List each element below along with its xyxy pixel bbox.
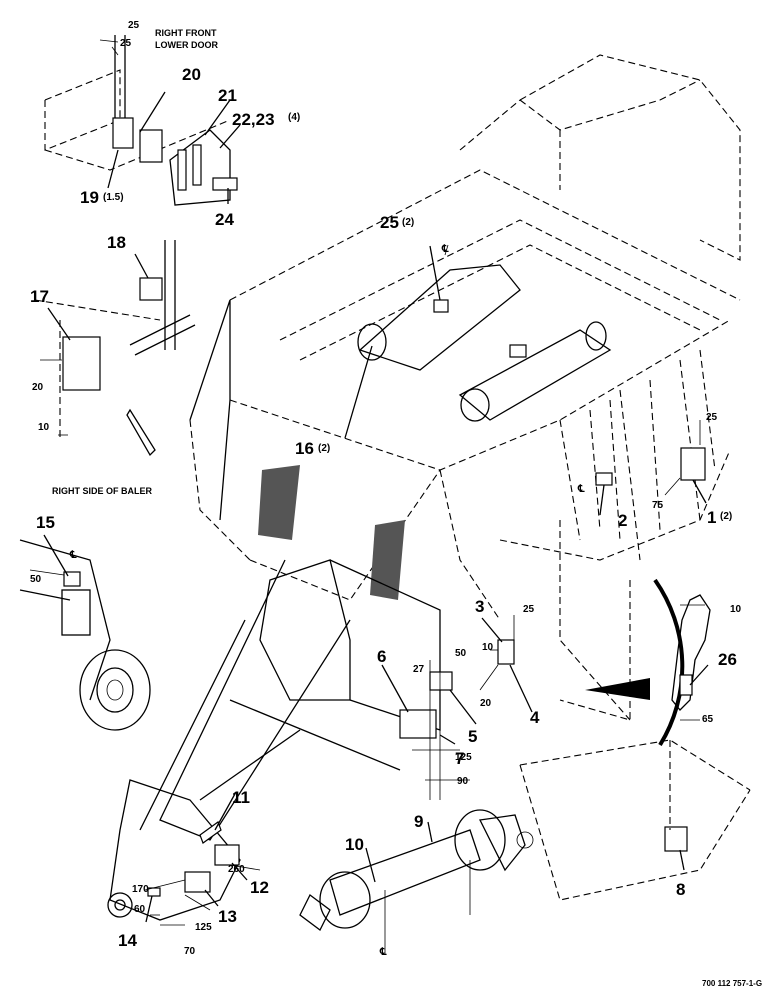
leader-lines [43, 91, 709, 923]
callout-16: 16 [295, 439, 314, 458]
callout-22-23: 22,23 [232, 110, 275, 129]
callout-19-qty: (1.5) [103, 192, 124, 203]
decal-5 [429, 671, 453, 691]
callout-1-qty: (2) [720, 511, 732, 522]
callout-14: 14 [118, 931, 137, 950]
svg-text:℄: ℄ [441, 244, 449, 255]
dim-50a: 50 [30, 574, 42, 585]
decals [147, 299, 706, 897]
callout-8: 8 [676, 880, 685, 899]
decal-25 [433, 299, 449, 313]
callout-20: 20 [182, 65, 201, 84]
rear-lower-box [519, 739, 751, 901]
decal-1 [680, 447, 706, 481]
callout-4: 4 [530, 708, 540, 727]
decal-6 [399, 709, 437, 739]
callout-16-qty: (2) [318, 443, 330, 454]
decal-11 [199, 821, 222, 844]
callout-21: 21 [218, 86, 237, 105]
callout-3: 3 [475, 597, 484, 616]
caption-right-side: RIGHT SIDE OF BALER [52, 486, 153, 496]
caption-door-line1: RIGHT FRONT [155, 28, 217, 38]
centerline-symbol: ℄ [577, 484, 585, 495]
callout-18: 18 [107, 233, 126, 252]
callout-17: 17 [30, 287, 49, 306]
callout-19: 19 [80, 188, 99, 207]
callout-10: 10 [345, 835, 364, 854]
callout-25-qty: (2) [402, 217, 414, 228]
dim-10a: 10 [38, 422, 50, 433]
dim-20: 20 [32, 382, 44, 393]
callout-labels: 20 21 22,23 (4) 19 (1.5) 24 18 17 25 (2)… [30, 65, 737, 950]
dim-125b: 125 [195, 922, 212, 933]
side-bracket-view [585, 578, 711, 747]
tongue-hitch [107, 559, 441, 921]
dim-260: 260 [228, 864, 245, 875]
dim-20b: 20 [480, 698, 492, 709]
decal-13 [184, 871, 211, 893]
callout-13: 13 [218, 907, 237, 926]
dim-10b: 10 [482, 642, 494, 653]
dim-25b: 25 [120, 38, 132, 49]
dim-25c: 25 [706, 412, 718, 423]
dim-50b: 50 [455, 648, 467, 659]
callout-25: 25 [380, 213, 399, 232]
dim-65: 65 [702, 714, 714, 725]
callout-12: 12 [250, 878, 269, 897]
dim-10c: 10 [730, 604, 742, 615]
baler-body [189, 54, 741, 721]
decal-small [509, 344, 527, 358]
centerline-symbols: ℄ [577, 484, 585, 495]
caption-door-line2: LOWER DOOR [155, 40, 218, 50]
callout-7: 7 [455, 749, 464, 768]
dim-125a: 125 [455, 752, 472, 763]
dim-75: 75 [652, 500, 664, 511]
right-side-detail [34, 240, 196, 457]
captions: RIGHT FRONT LOWER DOOR RIGHT SIDE OF BAL… [52, 28, 762, 988]
dim-170: 170 [132, 884, 149, 895]
dim-70: 70 [184, 946, 196, 957]
callout-24: 24 [215, 210, 234, 229]
svg-text:℄: ℄ [69, 550, 77, 561]
callout-26: 26 [718, 650, 737, 669]
svg-text:℄: ℄ [379, 947, 387, 958]
wheel-assembly: ℄ [19, 539, 151, 731]
intake-screen [258, 465, 405, 600]
decal-2 [595, 472, 613, 486]
callout-15: 15 [36, 513, 55, 532]
dimension-labels: 25 25 20 10 50 25 75 25 10 20 27 50 125 … [30, 20, 742, 957]
dim-25a: 25 [128, 20, 140, 31]
decal-3 [497, 639, 515, 665]
lower-door-detail [44, 35, 238, 206]
dimension-lines [29, 39, 705, 926]
callout-2: 2 [618, 511, 627, 530]
callout-5: 5 [468, 727, 477, 746]
decal-8 [664, 826, 688, 852]
callout-9: 9 [414, 812, 423, 831]
dim-27: 27 [413, 664, 425, 675]
dim-25d: 25 [523, 604, 535, 615]
callout-1: 1 [707, 508, 716, 527]
decal-12 [214, 844, 240, 866]
callout-11: 11 [232, 788, 250, 807]
callout-22-23-qty: (4) [288, 112, 300, 123]
dim-90: 90 [457, 776, 469, 787]
callout-6: 6 [377, 647, 386, 666]
drawing-number: 700 112 757-1-G [702, 979, 762, 988]
knotter-arms: ℄ [357, 244, 612, 422]
dim-60: 60 [134, 904, 146, 915]
pto-shaft: ℄ [299, 809, 534, 958]
